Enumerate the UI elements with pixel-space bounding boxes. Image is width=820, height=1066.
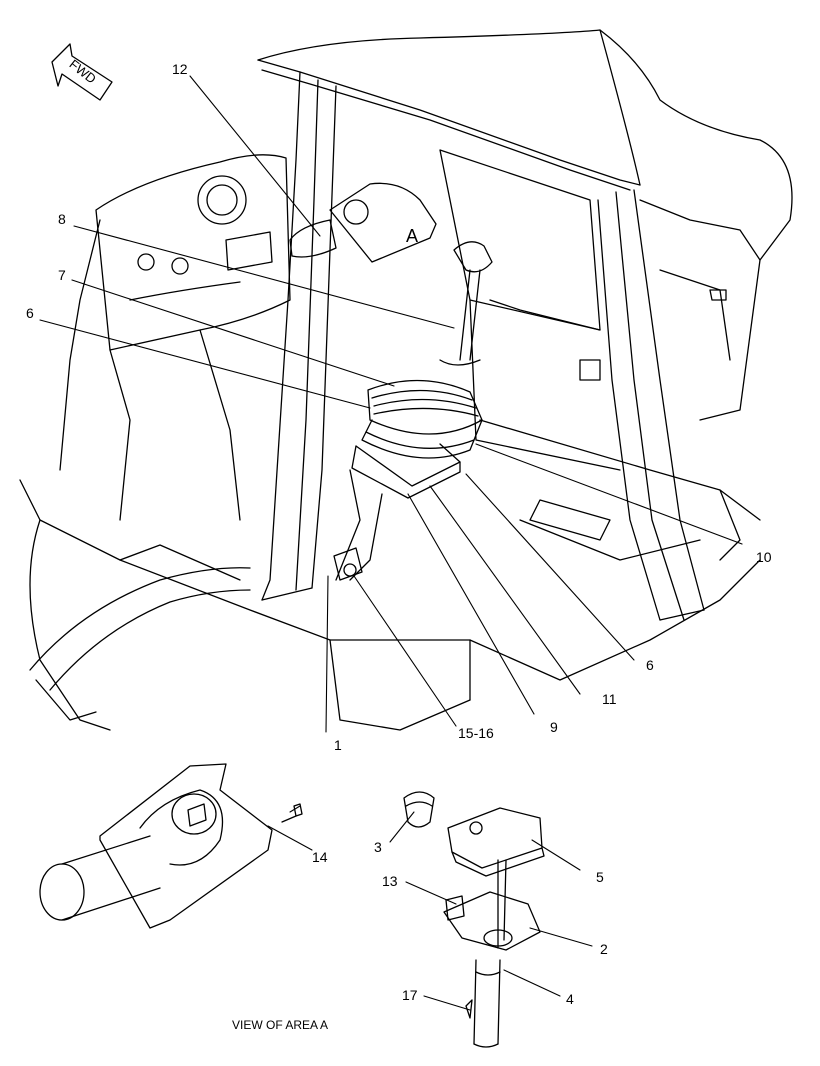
callout-8: 8 [58,211,66,227]
callout-5: 5 [596,869,604,885]
callout-6-lower: 6 [646,657,654,673]
lower-housing-detail [443,891,541,951]
callout-11: 11 [602,691,617,707]
armrest-control [289,182,437,263]
leader-lines [39,75,743,1011]
shaft-detail [465,859,507,1048]
joystick-lever [439,241,493,366]
callout-13: 13 [382,873,398,889]
callout-12: 12 [172,61,188,77]
joystick-boot [361,379,483,459]
view-caption: VIEW OF AREA A [232,1018,329,1032]
callout-4: 4 [566,991,574,1007]
switch-plate-detail [447,807,545,877]
cab-roof [257,29,793,261]
floor-pipe [29,567,251,721]
callout-7: 7 [58,267,66,283]
cab-pillar-right [597,189,705,621]
control-base [335,443,461,581]
knob-cap-detail [403,791,435,828]
handle-detail [39,763,273,929]
area-a-marker: A [406,226,419,246]
right-side-panel [579,199,761,421]
rear-window-frame [439,149,621,471]
callout-15-16: 15-16 [458,725,494,741]
callout-6-upper: 6 [26,305,34,321]
callout-9: 9 [550,719,558,735]
fwd-arrow-icon [51,43,113,101]
mount-bracket [333,547,363,581]
screw-icon [281,803,303,823]
callout-10: 10 [756,549,772,565]
cab-pillar-left [261,71,337,601]
callout-3: 3 [374,839,382,855]
callout-1: 1 [334,737,342,753]
cab-floor [19,419,761,731]
callout-17: 17 [402,987,418,1003]
callout-14: 14 [312,849,328,865]
left-console [59,154,291,521]
callout-2: 2 [600,941,608,957]
